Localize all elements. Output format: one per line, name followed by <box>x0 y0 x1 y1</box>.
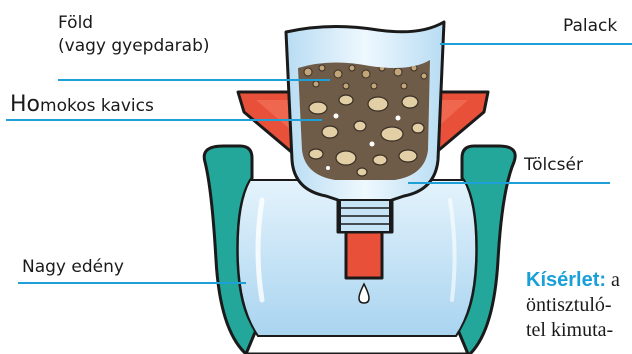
caption-line3: tel kimuta- <box>526 318 632 343</box>
label-fold: Föld (vagy gyepdarab) <box>58 15 210 55</box>
caption-line1-rest: a <box>611 269 620 291</box>
label-homokos-kavics: Homokos kavics <box>10 94 154 116</box>
label-homokos-first: Ho <box>10 92 40 117</box>
label-homokos-rest: mokos kavics <box>40 96 154 116</box>
caption-line2: öntisztuló- <box>526 293 632 318</box>
label-palack: Palack <box>563 18 617 35</box>
caption-line1: Kísérlet: a <box>526 268 632 293</box>
label-nagy-edeny: Nagy edény <box>22 259 124 276</box>
caption-title: Kísérlet: <box>526 269 606 291</box>
experiment-caption: Kísérlet: a öntisztuló- tel kimuta- <box>526 268 632 343</box>
label-fold-line1: Föld <box>58 15 210 32</box>
label-fold-line2: (vagy gyepdarab) <box>58 38 210 55</box>
label-tolcser: Tölcsér <box>524 157 583 174</box>
